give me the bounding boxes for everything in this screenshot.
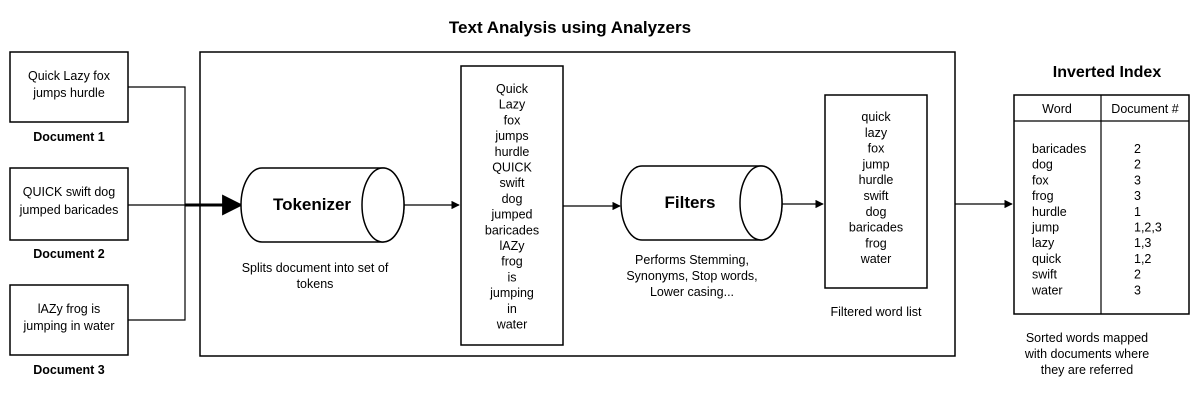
diagram-title: Text Analysis using Analyzers <box>449 18 691 37</box>
index-word: fox <box>1032 173 1049 187</box>
tokenizer-cylinder: Tokenizer <box>240 167 405 243</box>
token-list-box <box>460 65 564 346</box>
filtered-word: frog <box>865 236 887 250</box>
document-2-line-1: QUICK swift dog <box>23 185 115 199</box>
tokenizer-description-line-1: Splits document into set of <box>242 261 389 275</box>
token-item: in <box>507 302 517 316</box>
filters-label: Filters <box>664 193 715 212</box>
index-word: lazy <box>1032 236 1055 250</box>
inverted-index-table: Word Document # baricades 2 dog 2 fox 3 frog 3 h… <box>1013 94 1190 315</box>
header-document: Document # <box>1111 102 1178 116</box>
filters-cylinder: Filters <box>620 165 783 241</box>
document-connectors <box>128 86 186 321</box>
token-item: Quick <box>496 82 529 96</box>
index-word: water <box>1031 283 1063 297</box>
token-item: baricades <box>485 223 539 237</box>
header-word: Word <box>1042 102 1072 116</box>
inverted-index-caption-line-2: with documents where <box>1024 347 1149 361</box>
token-item: fox <box>504 113 521 127</box>
filtered-word: water <box>860 252 892 266</box>
inverted-index-title: Inverted Index <box>1053 64 1162 81</box>
index-documents: 1,3 <box>1134 236 1151 250</box>
filtered-word: quick <box>861 110 891 124</box>
index-documents: 1,2 <box>1134 252 1151 266</box>
document-3-line-1: lAZy frog is <box>38 302 101 316</box>
index-documents: 1 <box>1134 205 1141 219</box>
document-2-label: Document 2 <box>33 247 105 261</box>
index-word: jump <box>1031 221 1059 235</box>
index-word: swift <box>1032 268 1058 282</box>
index-documents: 2 <box>1134 142 1141 156</box>
document-2: QUICK swift dog jumped baricades Documen… <box>9 167 129 261</box>
inverted-index-caption-line-1: Sorted words mapped <box>1026 331 1148 345</box>
token-item: frog <box>501 255 523 269</box>
tokenizer-description-line-2: tokens <box>297 277 334 291</box>
filtered-list-box <box>824 94 928 289</box>
document-3-line-2: jumping in water <box>22 319 114 333</box>
index-documents: 3 <box>1134 189 1141 203</box>
filtered-word: baricades <box>849 221 903 235</box>
token-item: swift <box>500 176 526 190</box>
filtered-word: fox <box>868 142 885 156</box>
filters-description-line-1: Performs Stemming, <box>635 253 749 267</box>
index-documents: 1,2,3 <box>1134 221 1162 235</box>
token-item: hurdle <box>495 145 530 159</box>
index-documents: 3 <box>1134 283 1141 297</box>
index-word: frog <box>1032 189 1054 203</box>
index-documents: 3 <box>1134 173 1141 187</box>
filtered-word: lazy <box>865 126 888 140</box>
filtered-word: hurdle <box>859 173 894 187</box>
inverted-index-caption-line-3: they are referred <box>1041 363 1133 377</box>
token-item: lAZy <box>500 239 526 253</box>
filtered-word: dog <box>866 205 887 219</box>
filtered-word: jump <box>861 157 889 171</box>
filtered-word: swift <box>864 189 890 203</box>
document-1-line-1: Quick Lazy fox <box>28 69 111 83</box>
document-3: lAZy frog is jumping in water Document 3 <box>9 284 129 377</box>
filtered-list-caption: Filtered word list <box>831 305 923 319</box>
document-1-line-2: jumps hurdle <box>32 86 105 100</box>
filters-description-line-3: Lower casing... <box>650 285 734 299</box>
index-word: quick <box>1032 252 1062 266</box>
token-item: is <box>507 270 516 284</box>
index-word: baricades <box>1032 142 1086 156</box>
document-3-label: Document 3 <box>33 363 105 377</box>
index-documents: 2 <box>1134 158 1141 172</box>
tokenizer-label: Tokenizer <box>273 195 351 214</box>
index-rows: baricades 2 dog 2 fox 3 frog 3 hurdle 1 jump 1,2,3 l… <box>1031 142 1162 297</box>
token-item: Lazy <box>499 98 526 112</box>
token-item: dog <box>502 192 523 206</box>
token-item: jumps <box>494 129 528 143</box>
index-word: hurdle <box>1032 205 1067 219</box>
token-item: QUICK <box>492 161 532 175</box>
token-item: jumping <box>489 286 534 300</box>
index-documents: 2 <box>1134 268 1141 282</box>
document-2-line-2: jumped baricades <box>19 203 119 217</box>
document-1: Quick Lazy fox jumps hurdle Document 1 <box>9 51 129 144</box>
filters-description-line-2: Synonyms, Stop words, <box>626 269 757 283</box>
token-item: jumped <box>491 208 533 222</box>
document-1-label: Document 1 <box>33 130 105 144</box>
index-word: dog <box>1032 158 1053 172</box>
token-item: water <box>496 318 528 332</box>
